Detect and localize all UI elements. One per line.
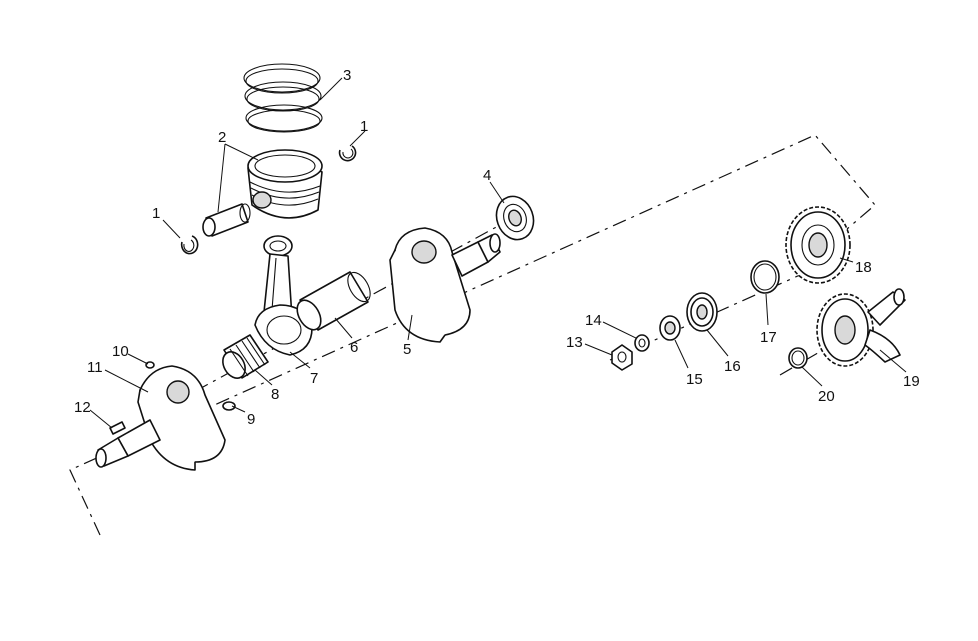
callout-16: 16 [724, 358, 741, 375]
balancer-axis-line [779, 339, 841, 376]
circlip-lower [180, 235, 199, 255]
callout-20: 20 [818, 388, 835, 405]
driven-gear [785, 206, 851, 284]
crank-pin-plug [222, 401, 236, 411]
piston-rings [243, 63, 323, 133]
callout-9: 9 [247, 411, 255, 428]
callout-10: 10 [112, 343, 129, 360]
lock-nut [611, 344, 633, 371]
crank-pin [296, 271, 371, 331]
snap-ring-upper [750, 260, 780, 294]
callout-1-lower: 1 [152, 205, 160, 222]
callout-17: 17 [760, 329, 777, 346]
balancer-shaft [816, 288, 906, 367]
piston [247, 149, 323, 219]
callout-15: 15 [686, 371, 703, 388]
callout-8: 8 [271, 386, 279, 403]
callout-1-upper: 1 [360, 118, 368, 135]
connecting-rod [254, 235, 313, 356]
circlip-upper [338, 145, 357, 162]
washer [634, 334, 650, 352]
callout-3: 3 [343, 67, 351, 84]
needle-bearing [222, 334, 269, 379]
ball-bearing [495, 195, 535, 241]
drive-gear [686, 292, 718, 332]
leader-lines [89, 77, 907, 429]
callout-18: 18 [855, 259, 872, 276]
callout-4: 4 [483, 167, 491, 184]
callout-13: 13 [566, 334, 583, 351]
spacer-collar [659, 315, 681, 341]
callout-2: 2 [218, 129, 226, 146]
piston-pin [202, 203, 251, 237]
woodruff-key [109, 421, 126, 435]
callout-12: 12 [74, 399, 91, 416]
callout-11: 11 [87, 359, 103, 376]
snap-ring-lower [788, 347, 808, 369]
oil-plug [145, 361, 155, 369]
callout-6: 6 [350, 339, 358, 356]
callout-7: 7 [310, 370, 318, 387]
callout-19: 19 [903, 373, 920, 390]
callout-5: 5 [403, 341, 411, 358]
crankshaft-left-half [95, 365, 226, 471]
crankshaft-right-half [389, 227, 501, 343]
assembly-boundary-line [69, 134, 876, 536]
callout-14: 14 [585, 312, 602, 329]
